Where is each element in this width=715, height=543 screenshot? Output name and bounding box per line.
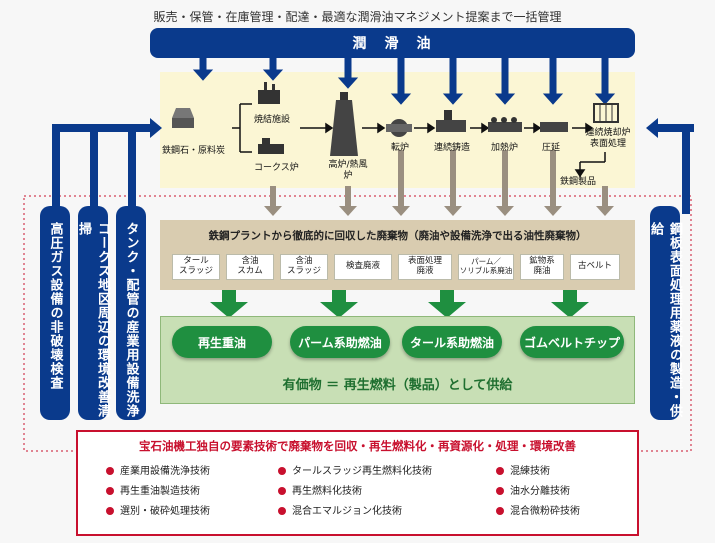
right-bar: 鋼板表面処理用薬液の製造・供給 [648,206,682,420]
proc-products: 鉄鋼製品 [560,177,597,187]
process-arrows [232,103,606,178]
header-text: 販売・保管・在庫管理・配達・最適な潤滑油マネジメント提案まで一括管理 [153,10,562,24]
waste-item: 表面処理 廃液 [398,254,452,280]
waste-item: タール スラッジ [172,254,220,280]
proc-annealing: 連続焼却炉表面処理 [585,128,631,149]
proc-sinter: 焼結施設 [254,115,291,125]
tech-item: 選別・破砕処理技術 [106,502,210,517]
proc-ore: 鉄鋼石・原料炭 [162,146,226,156]
tech-item: 混合微粉砕技術 [496,502,580,517]
proc-rolling: 圧延 [542,143,561,153]
supply-text: 有価物 ＝ 再生燃料（製品）として供給 [282,378,513,393]
left-bar-2: コークス地区周辺の環境改善清掃 [76,206,110,420]
left-feed [54,118,694,138]
tech-item: 混練技術 [496,462,550,477]
lubricant-arrows [192,57,616,105]
bullet-icon [106,487,114,495]
left-bar-2-label: コークス地区周辺の環境改善清掃 [76,222,110,418]
bullet-icon [278,487,286,495]
tech-item: 再生重油製造技術 [106,482,200,497]
bullet-icon [496,507,504,515]
left-bar-1-label: 高圧ガス設備の非破壊検査 [47,222,63,390]
left-connector-2 [90,124,98,214]
waste-item: 検査廃液 [334,254,392,280]
waste-item: 古ベルト [570,254,620,280]
tech-item: 産業用設備洗浄技術 [106,462,210,477]
waste-item: 含油 スカム [226,254,274,280]
proc-casting: 連続鋳造 [434,143,471,153]
bullet-icon [496,467,504,475]
right-bar-label: 鋼板表面処理用薬液の製造・供給 [648,222,682,418]
left-connector-1 [52,124,60,214]
bullet-icon [106,467,114,475]
product-pill: 再生重油 [172,326,272,358]
left-bar-3-label: タンク・配管の産業用設備洗浄 [123,222,139,418]
tech-title: 宝石油機工独自の要素技術で廃棄物を回収・再生燃料化・再資源化・処理・環境改善 [139,439,576,453]
bullet-icon [496,487,504,495]
bullet-icon [278,507,286,515]
product-pill: パーム系助燃油 [290,326,390,358]
tech-item: タールスラッジ再生燃料化技術 [278,462,432,477]
proc-blast: 高炉/熱風炉 [328,160,368,181]
bullet-icon [278,467,286,475]
proc-converter: 転炉 [391,143,410,153]
waste-title: 鉄鋼プラントから徹底的に回収した廃棄物（廃油や設備洗浄で出る油性廃棄物） [208,230,587,242]
waste-arrows [264,150,614,216]
lubricant-label: 潤 滑 油 [352,36,433,52]
left-bar-1: 高圧ガス設備の非破壊検査 [40,206,70,420]
waste-item: 含油 スラッジ [280,254,328,280]
waste-item: パーム／ ソリブル系廃油 [458,254,514,280]
proc-heating: 加熱炉 [491,143,519,153]
tech-item: 混合エマルジョン化技術 [278,502,402,517]
left-bar-3: タンク・配管の産業用設備洗浄 [116,206,146,420]
tech-item: 再生燃料化技術 [278,482,362,497]
product-pill: タール系助燃油 [402,326,502,358]
proc-coke: コークス炉 [254,163,299,173]
lubricant-bar: 潤 滑 油 [150,28,635,58]
green-arrows [210,290,589,318]
product-pill: ゴムベルトチップ [520,326,624,358]
right-connector [682,124,690,214]
bullet-icon [106,507,114,515]
process-icons [172,82,619,156]
tech-item: 油水分離技術 [496,482,570,497]
left-connector-3 [128,124,136,214]
waste-item: 鉱物系 廃油 [520,254,564,280]
tech-box: 宝石油機工独自の要素技術で廃棄物を回収・再生燃料化・再資源化・処理・環境改善 [76,430,639,536]
